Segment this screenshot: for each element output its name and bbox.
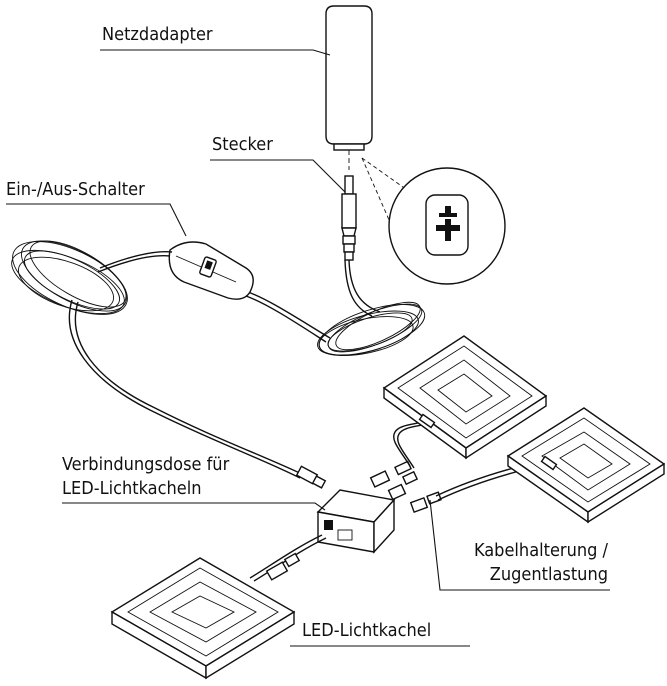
cable-connector-bottom — [265, 552, 301, 581]
label-plug: Stecker — [212, 134, 273, 155]
leader-lines — [6, 49, 610, 647]
junction-box — [316, 489, 396, 554]
dc-plug — [341, 175, 357, 261]
led-tile-top — [382, 335, 548, 460]
label-cable-holder-line2: Zugentlastung — [490, 564, 608, 585]
adapter-cable — [344, 259, 381, 317]
label-cable-holder-line1: Kabelhalterung / — [474, 540, 609, 561]
power-adapter — [325, 5, 373, 170]
label-led-tile: LED-Lichtkachel — [302, 620, 431, 641]
main-cable — [68, 299, 305, 479]
label-junction-box-line1: Verbindungsdose für — [62, 454, 230, 475]
on-off-switch — [168, 241, 254, 300]
label-junction-box-line2: LED-Lichtkacheln — [62, 478, 201, 499]
led-tile-bottom — [110, 557, 296, 680]
plug-detail-callout — [361, 157, 506, 285]
led-tile-right — [506, 407, 666, 524]
cable-connector-main — [295, 465, 327, 489]
label-switch: Ein-/Aus-Schalter — [6, 179, 145, 200]
cable-coil-right — [317, 301, 426, 356]
label-power-adapter: Netzdadapter — [102, 24, 213, 45]
cable-coil-left — [11, 240, 128, 315]
